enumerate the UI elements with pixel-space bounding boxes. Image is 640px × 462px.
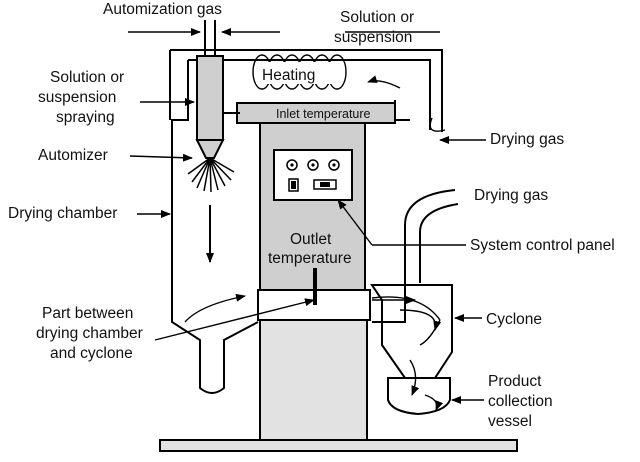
label-drying-gas-1: Drying gas <box>490 131 564 148</box>
label-outlet-1: Outlet <box>290 231 332 248</box>
label-system-control-panel: System control panel <box>470 237 615 254</box>
label-heating: Heating <box>262 67 315 84</box>
label-product-1: Product <box>488 373 542 390</box>
label-inlet-temperature: Inlet temperature <box>276 107 371 121</box>
label-drying-gas-2: Drying gas <box>474 187 548 204</box>
label-solution-left-3: spraying <box>56 109 115 126</box>
label-part-between-3: and cyclone <box>50 345 133 362</box>
spray-lines <box>187 157 235 193</box>
label-automization-gas: Automization gas <box>103 1 222 18</box>
label-drying-chamber: Drying chamber <box>8 205 117 222</box>
label-solution-left-1: Solution or <box>50 69 124 86</box>
pedestal <box>259 317 368 441</box>
label-part-between-1: Part between <box>42 305 133 322</box>
label-product-3: vessel <box>488 413 532 430</box>
atomizer-column <box>196 55 224 141</box>
label-solution-top-1: Solution or <box>340 9 414 26</box>
central-cabinet <box>259 119 366 293</box>
transition-band <box>257 289 371 321</box>
base-plate <box>159 439 518 452</box>
label-part-between-2: drying chamber <box>36 325 143 342</box>
heating-coil <box>252 54 347 90</box>
label-cyclone: Cyclone <box>486 311 542 328</box>
label-product-2: collection <box>488 393 553 410</box>
label-outlet-2: temperature <box>268 250 352 267</box>
system-control-panel <box>273 149 353 201</box>
label-solution-left-2: suspension <box>38 89 116 106</box>
label-automizer: Automizer <box>38 147 108 164</box>
pointer-arrows <box>128 28 486 404</box>
label-solution-top-2: suspension <box>334 29 412 46</box>
cyclone <box>370 189 459 416</box>
atomizer-nozzle <box>195 139 225 159</box>
